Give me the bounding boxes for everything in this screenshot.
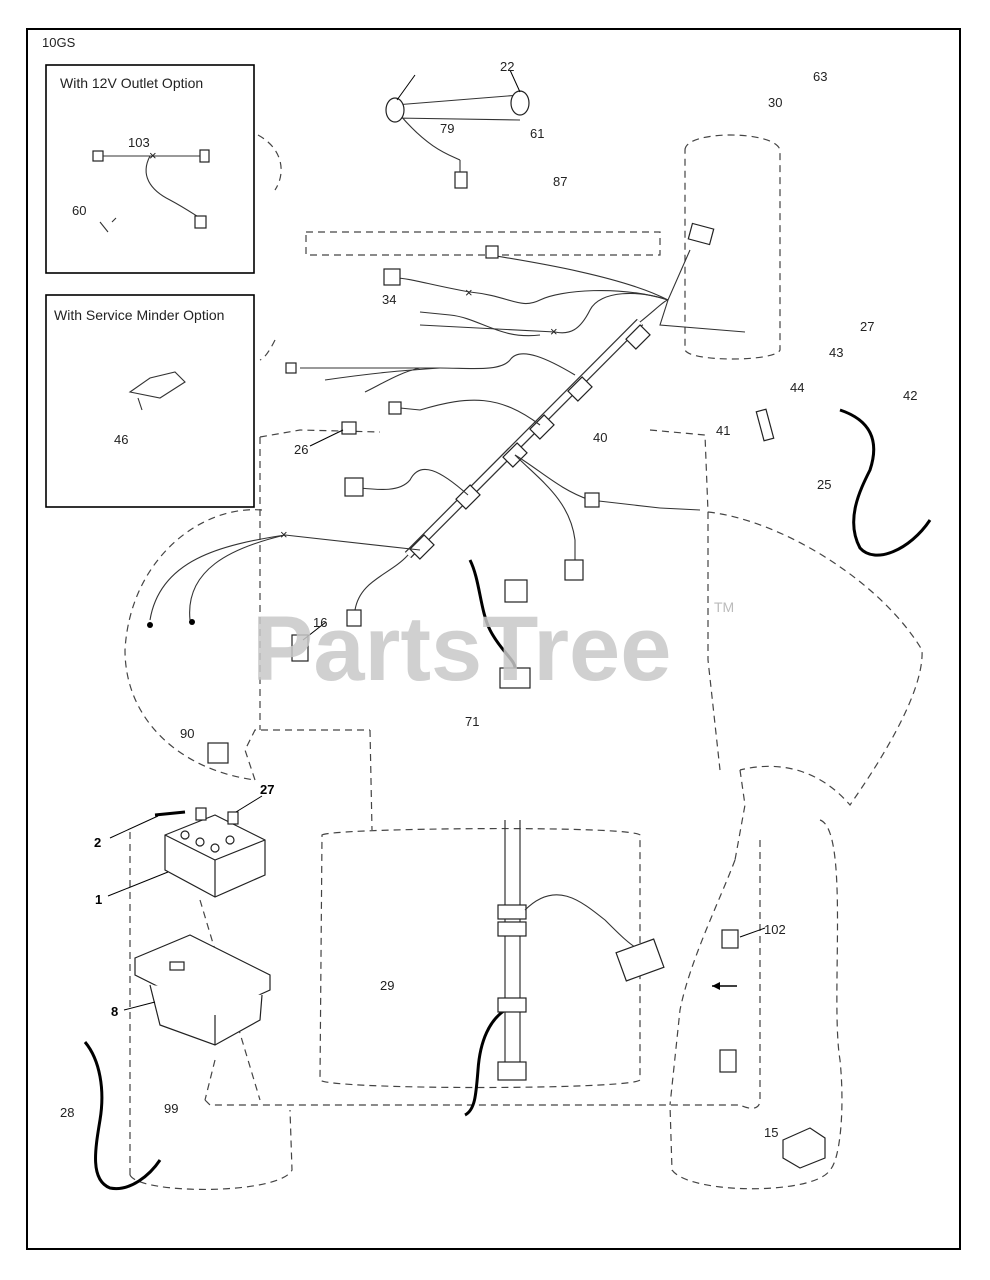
callout-1: 1 — [95, 892, 102, 907]
outlet-harness-drawing: × — [92, 148, 210, 229]
callout-22: 22 — [500, 59, 514, 74]
callout-61: 61 — [530, 126, 544, 141]
battery-illustration — [154, 807, 266, 898]
callout-34: 34 — [382, 292, 396, 307]
steering-column — [497, 820, 665, 1081]
inset-service-title: With Service Minder Option — [54, 307, 224, 323]
callout-71: 71 — [465, 714, 479, 729]
callout-29: 29 — [380, 978, 394, 993]
callout-2: 2 — [94, 835, 101, 850]
tractor-outline — [124, 134, 923, 1190]
main-wire-harness: × × × — [147, 222, 746, 628]
callout-27a: 27 — [860, 319, 874, 334]
callout-27b: 27 — [260, 782, 274, 797]
part-16 — [291, 634, 309, 662]
callout-46: 46 — [114, 432, 128, 447]
callout-79: 79 — [440, 121, 454, 136]
trademark-mark: TM — [714, 599, 734, 615]
callout-30: 30 — [768, 95, 782, 110]
part-15 — [782, 1127, 826, 1169]
callout-102: 102 — [764, 922, 786, 937]
part-44 — [755, 408, 775, 442]
callout-43: 43 — [829, 345, 843, 360]
partstree-watermark: PartsTree — [252, 598, 671, 700]
callout-44: 44 — [790, 380, 804, 395]
callout-99: 99 — [164, 1101, 178, 1116]
headlight-harness — [385, 90, 530, 189]
callout-25: 25 — [817, 477, 831, 492]
service-minder-drawing — [128, 371, 186, 411]
inset-outlet-title: With 12V Outlet Option — [60, 75, 203, 91]
part-102 — [721, 929, 739, 949]
callout-15: 15 — [764, 1125, 778, 1140]
callout-41: 41 — [716, 423, 730, 438]
diagram-border — [26, 28, 961, 1250]
battery-tray-illustration — [134, 934, 271, 1046]
svg-text:×: × — [280, 527, 288, 542]
page-code: 10GS — [42, 35, 76, 50]
svg-text:×: × — [149, 148, 157, 163]
inset-outlet-option — [45, 64, 255, 274]
callout-8: 8 — [111, 1004, 118, 1019]
callout-28: 28 — [60, 1105, 74, 1120]
callout-26: 26 — [294, 442, 308, 457]
svg-text:×: × — [550, 324, 558, 339]
part-90 — [207, 742, 229, 764]
inset-service-option — [45, 294, 255, 508]
callout-16: 16 — [313, 615, 327, 630]
callout-90: 90 — [180, 726, 194, 741]
callout-42: 42 — [903, 388, 917, 403]
callout-63: 63 — [813, 69, 827, 84]
part-switch — [719, 1049, 737, 1073]
callout-60: 60 — [72, 203, 86, 218]
part-26 — [341, 421, 357, 435]
callout-103: 103 — [128, 135, 150, 150]
svg-text:×: × — [465, 285, 473, 300]
callout-87: 87 — [553, 174, 567, 189]
callout-40: 40 — [593, 430, 607, 445]
